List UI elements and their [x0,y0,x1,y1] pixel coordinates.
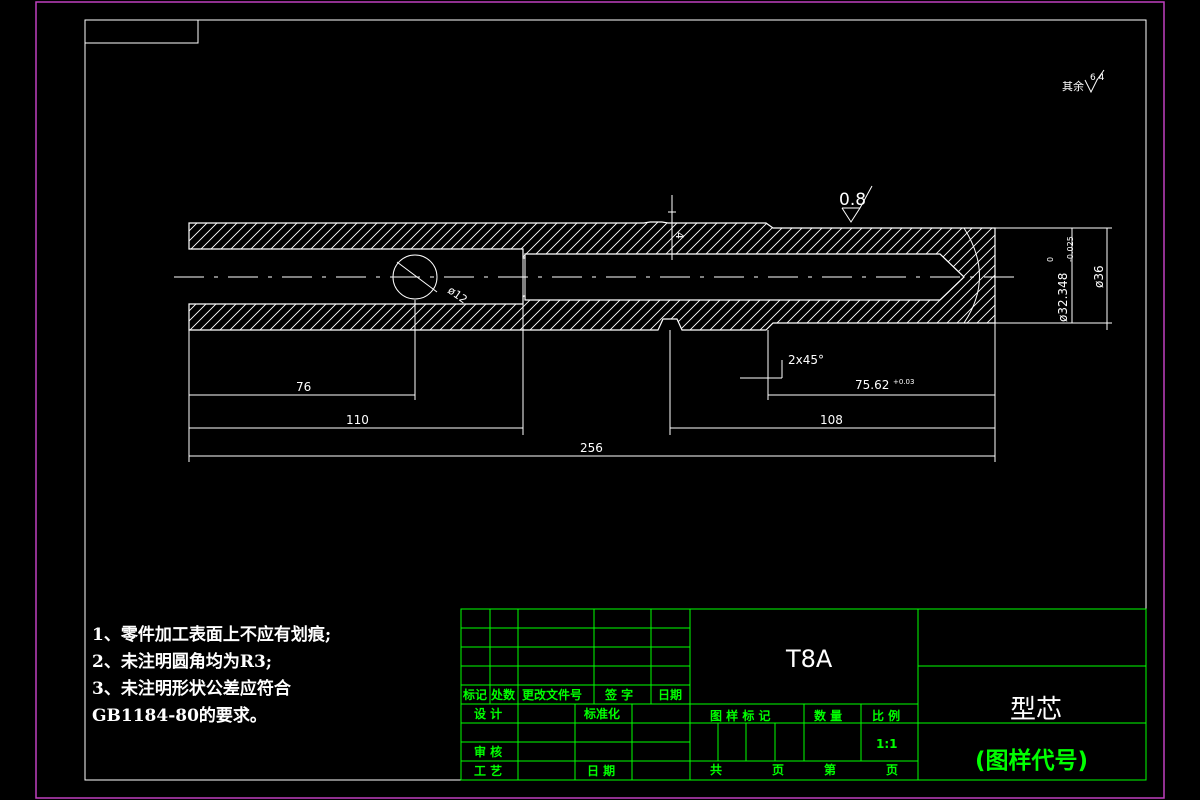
date-label: 日 期 [587,763,615,778]
standard-label: 标准化 [583,706,620,721]
roughness-other-label: 其余 [1062,79,1084,93]
extension-lines [188,300,996,462]
note-4: GB1184-80的要求。 [92,706,267,726]
dim-75: 75.62 [855,378,889,392]
technical-notes: 1、零件加工表面上不应有划痕; 2、未注明圆角均为R3; 3、未注明形状公差应符… [92,622,331,730]
review-label: 审 核 [474,744,502,759]
design-label: 设 计 [474,706,502,721]
sheet-border [35,1,1165,799]
roughness-other-value: 6.4 [1090,73,1105,83]
note-1: 1、零件加工表面上不应有划痕; [92,625,332,645]
bore-dia-text: ø32.348 [1056,273,1070,322]
h-count: 处数 [490,687,516,702]
ratio-value: 1:1 [876,737,898,751]
process-label: 工 艺 [474,763,502,778]
bore-dia-lower: -0.025 [1066,236,1075,262]
h-date: 日期 [658,687,682,702]
hole-dia-leader [396,261,438,293]
roughness-main [841,185,873,223]
sheet-label: 第 [824,762,836,777]
part-name: 型芯 [1010,695,1062,725]
note-2: 2、未注明圆角均为R3; [92,652,273,672]
groove-dim [668,195,676,260]
ratio-label: 比 例 [872,708,900,723]
quantity-label: 数 量 [814,708,842,723]
dim-256: 256 [580,441,603,455]
total-label: 共 [710,762,722,777]
outer-dia-text: ø36 [1092,265,1106,288]
dimension-lines [189,360,995,457]
roughness-main-value: 0.8 [839,190,866,210]
bore-dia-upper: 0 [1046,257,1055,262]
h-mark: 标记 [462,687,487,702]
h-doc: 更改文件号 [522,687,582,702]
dim-108: 108 [820,413,843,427]
part-section [174,221,1020,331]
dim-110: 110 [346,413,369,427]
roughness-other [1084,69,1105,94]
right-dims [995,227,1112,330]
drawing-mark-label: 图 样 标 记 [710,708,771,723]
corner-box [84,19,199,44]
dim-76: 76 [296,380,311,394]
dim-75-tol: +0.03 [893,378,914,386]
title-block-grid [460,608,1147,781]
chamfer-text: 2x45° [788,353,824,367]
note-3: 3、未注明形状公差应符合 [92,679,291,699]
drawing-code: (图样代号) [975,747,1088,774]
page-label-2: 页 [886,763,898,777]
h-sign: 签 字 [604,687,633,702]
groove-depth-text: 4 [673,232,686,239]
material-text: T8A [785,645,833,673]
page-label-1: 页 [772,763,784,777]
